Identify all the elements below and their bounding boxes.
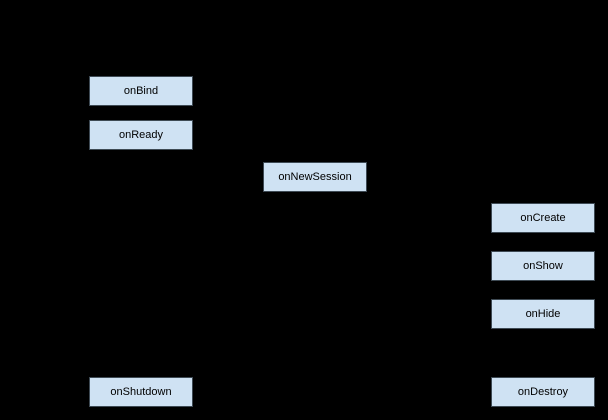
node-ondestroy: onDestroy (491, 377, 595, 407)
node-onbind: onBind (89, 76, 193, 106)
node-onshutdown: onShutdown (89, 377, 193, 407)
node-onshow: onShow (491, 251, 595, 281)
node-onnewsession: onNewSession (263, 162, 367, 192)
node-oncreate: onCreate (491, 203, 595, 233)
node-onhide: onHide (491, 299, 595, 329)
node-onready: onReady (89, 120, 193, 150)
